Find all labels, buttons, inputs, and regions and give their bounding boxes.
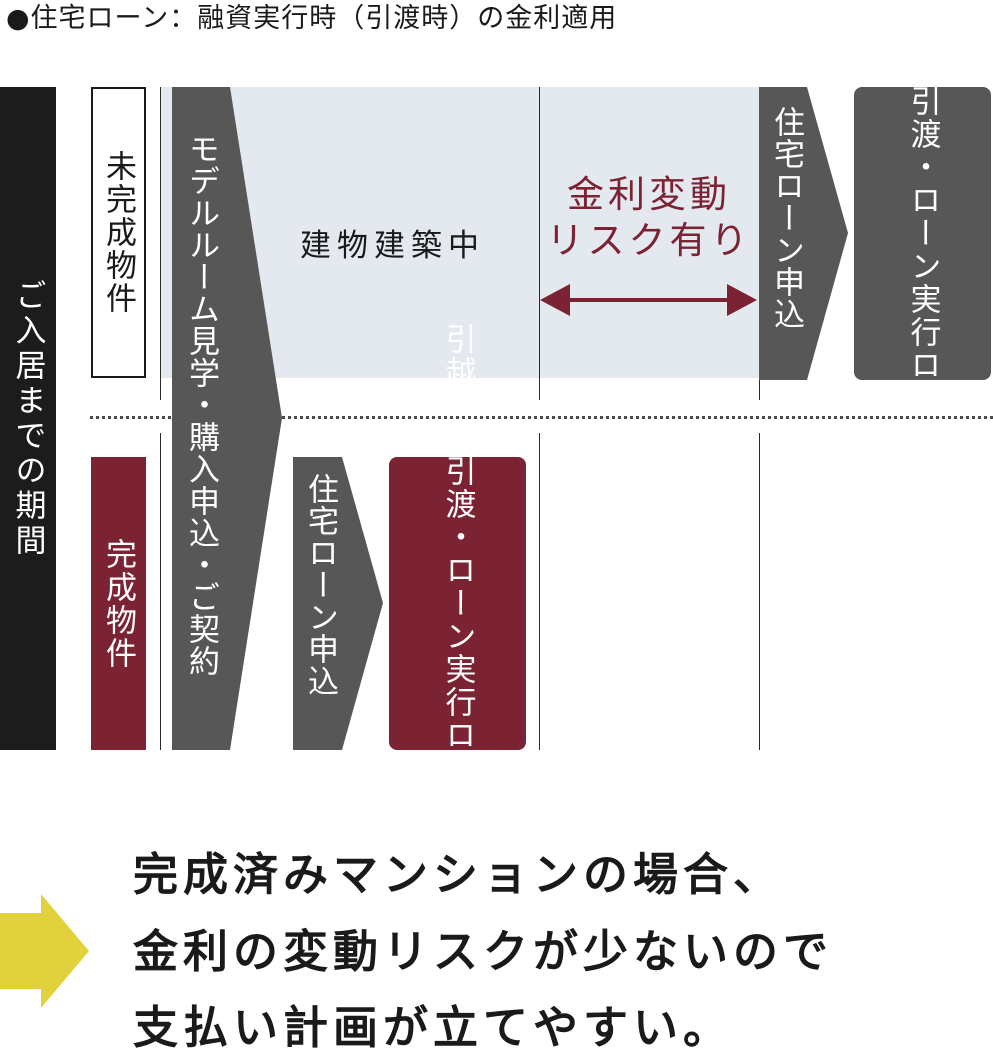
- finished-property-label: 完成物件: [100, 537, 136, 670]
- period-label: ご入居までの期間: [9, 278, 46, 559]
- model-room-label: モデルルーム見学・購入申込・ご契約: [183, 133, 219, 677]
- bottom-final-line1: 引越・お引渡・: [439, 323, 476, 554]
- conclusion-line-3: 支払い計画が立てやすい。: [133, 1001, 734, 1054]
- loan-apply-bottom-label: 住宅ローン申込: [302, 473, 338, 697]
- loan-apply-top-label: 住宅ローン申込: [768, 106, 804, 330]
- timeline-line-1: [160, 87, 161, 400]
- yellow-right-arrow-icon: [0, 894, 89, 1008]
- timeline-line-3b: [759, 433, 760, 750]
- bottom-final-line2: ローン実行: [439, 554, 476, 719]
- conclusion-line-2: 金利の変動リスクが少ないので: [133, 925, 834, 978]
- risk-label: 金利変動 リスク有り: [540, 172, 758, 264]
- loan-apply-bottom-arrow: [293, 457, 383, 750]
- unfinished-property-label: 未完成物件: [100, 150, 136, 315]
- timeline-line-2: [539, 87, 540, 400]
- diagram-title: ●住宅ローン：融資実行時（引渡時）の金利適用: [6, 3, 618, 34]
- double-arrow-icon: [540, 284, 757, 316]
- model-room-arrow: [172, 87, 282, 750]
- top-final-line2: ローン実行: [904, 184, 941, 349]
- timeline-line-2b: [539, 433, 540, 750]
- construction-label: 建物建築中: [300, 228, 485, 264]
- row-separator: [90, 416, 993, 419]
- top-final-line1: 引越・お引渡・: [904, 0, 941, 184]
- top-final-line3: ローン契約: [904, 349, 941, 514]
- risk-label-line2: リスク有り: [546, 219, 752, 262]
- unfinished-property-box: 未完成物件: [91, 87, 146, 378]
- conclusion-line-1: 完成済みマンションの場合、: [133, 848, 784, 901]
- top-final-step: 引越・お引渡・ ローン実行 ローン契約: [854, 0, 991, 514]
- finished-property-box: 完成物件: [91, 457, 146, 750]
- bottom-final-line3: ローン契約: [439, 719, 476, 884]
- timeline-line-1b: [160, 433, 161, 750]
- loan-apply-top-arrow: [759, 87, 848, 380]
- period-bar: ご入居までの期間: [0, 87, 56, 750]
- bottom-final-step: 引越・お引渡・ ローン実行 ローン契約: [389, 323, 526, 884]
- risk-label-line1: 金利変動: [567, 173, 731, 216]
